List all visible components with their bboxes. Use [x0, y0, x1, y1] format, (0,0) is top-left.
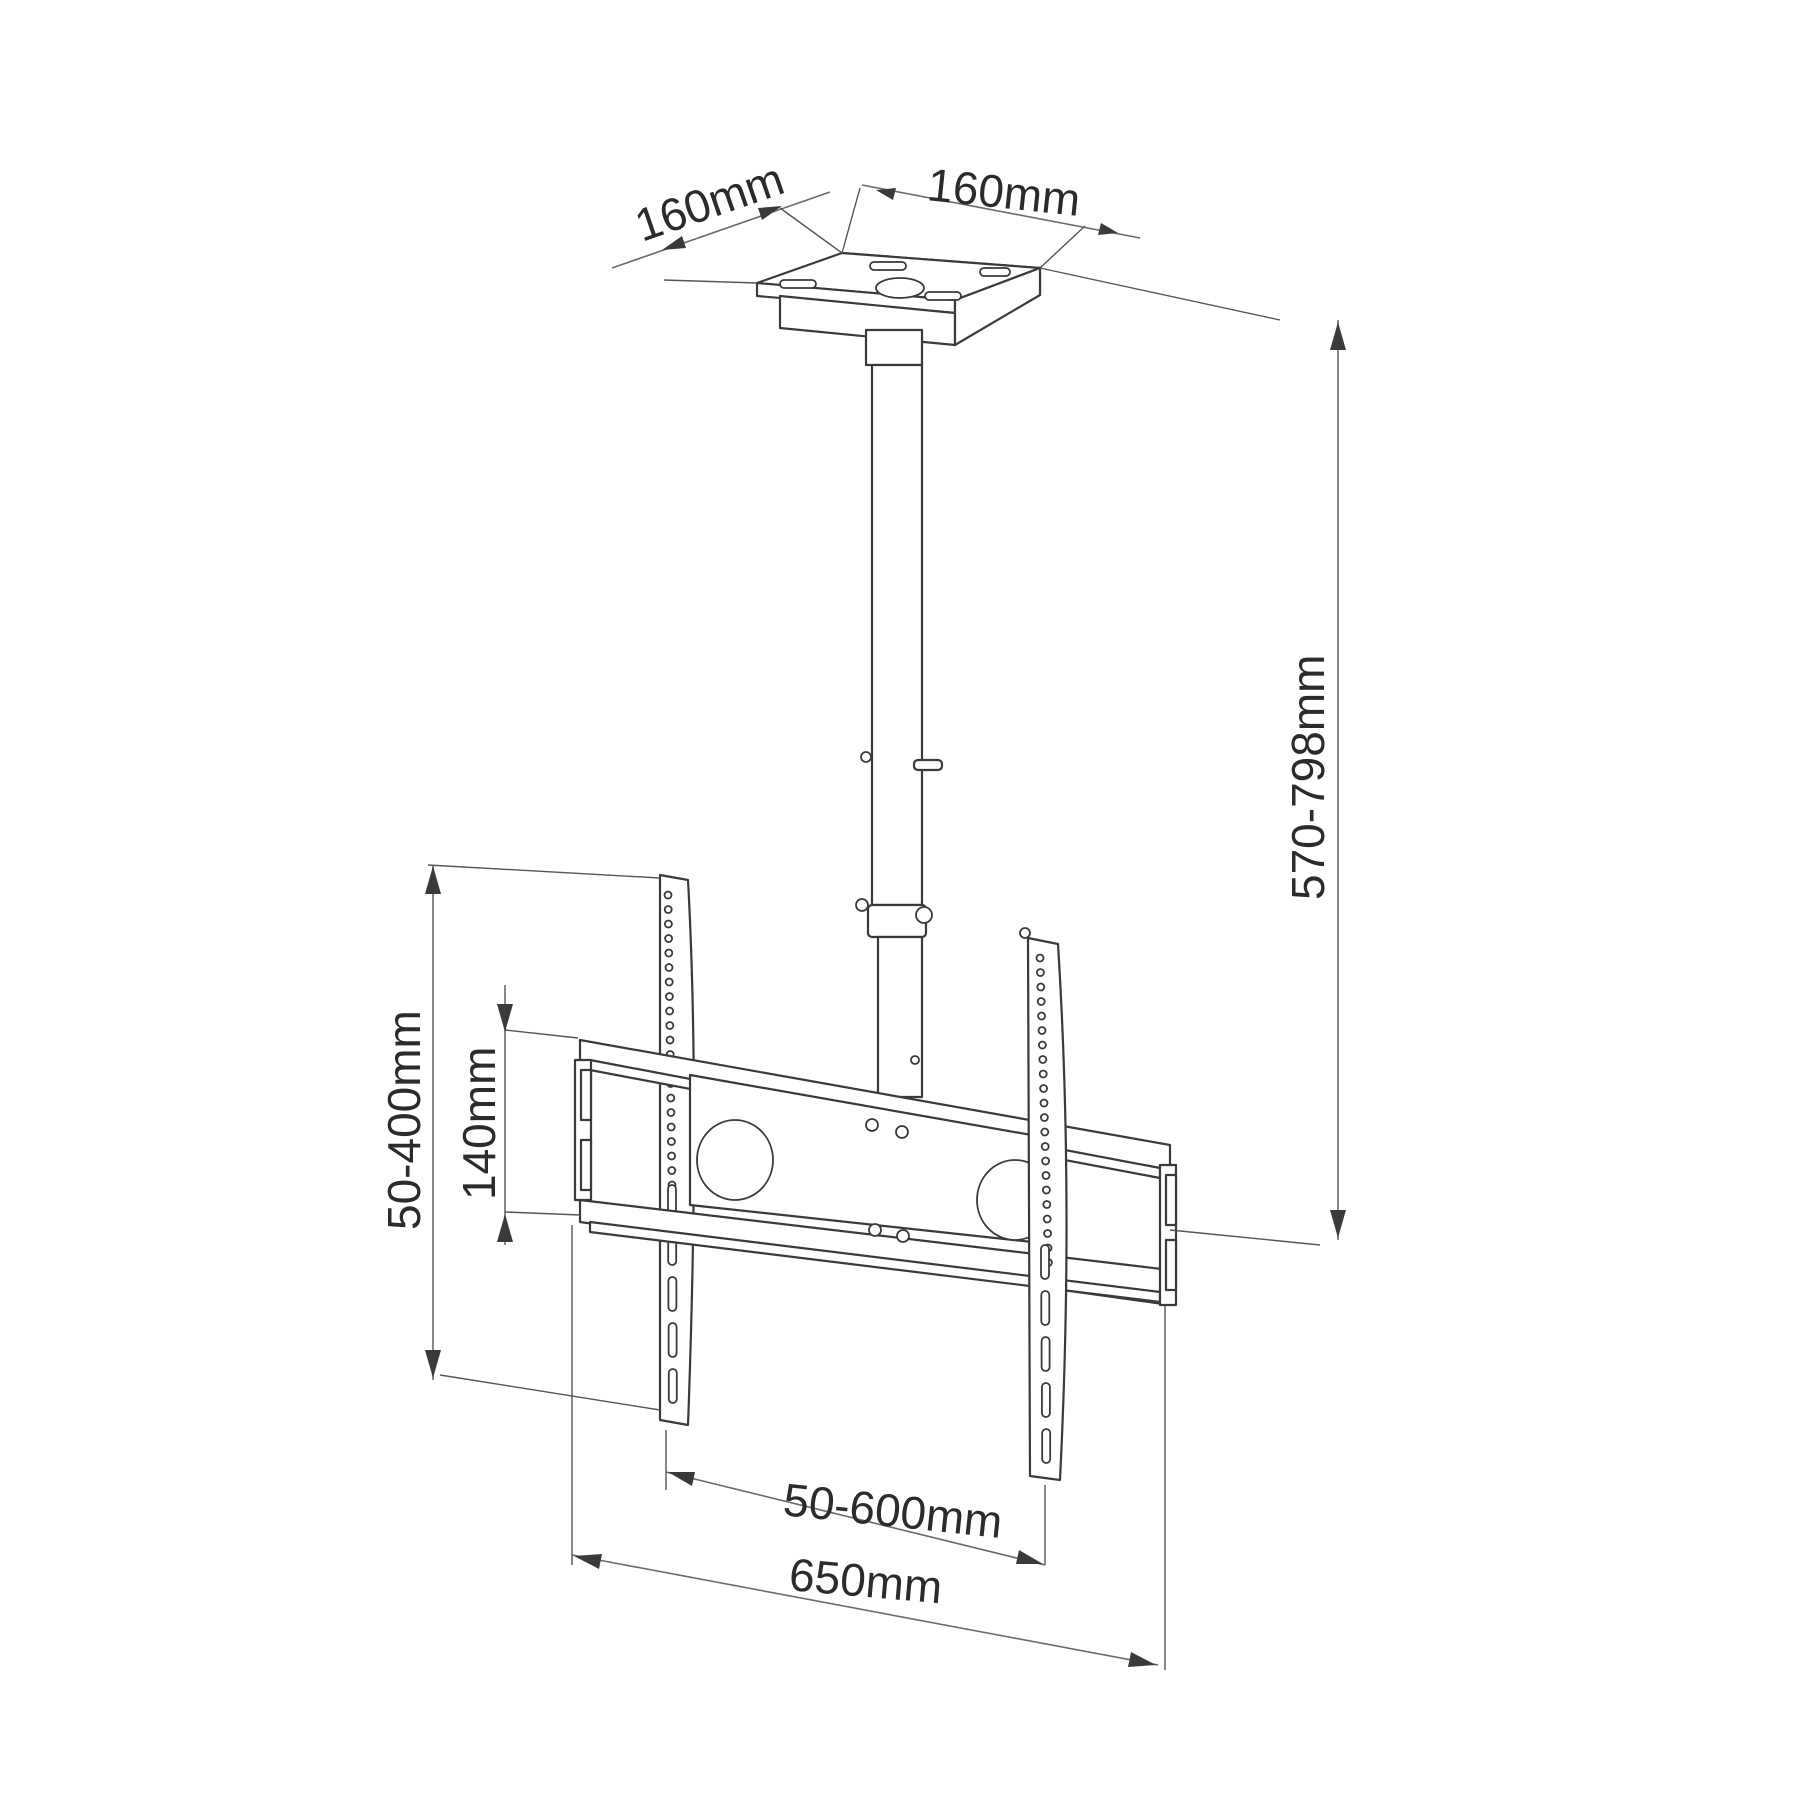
arm-hole — [1036, 997, 1046, 1006]
arm-hole — [1040, 1142, 1050, 1151]
arm-hole — [1038, 1055, 1048, 1064]
arm-hole — [1040, 1127, 1050, 1137]
arm-slot — [1040, 1290, 1051, 1326]
label-plate-depth: 160mm — [628, 152, 790, 251]
arm-hole — [667, 1166, 677, 1175]
label-pole-height: 570-798mm — [1282, 655, 1334, 900]
arm-hole — [664, 919, 673, 929]
arm-hole — [1036, 968, 1045, 977]
arm-hole — [667, 1151, 676, 1161]
label-total-width: 650mm — [787, 1548, 944, 1613]
arm-hole — [664, 963, 674, 972]
arm-hole — [1038, 1069, 1048, 1079]
arm-hole — [1039, 1098, 1049, 1108]
label-horizontal-pattern: 50-600mm — [781, 1473, 1005, 1548]
arm-hole — [666, 1122, 676, 1132]
arm-hole — [1039, 1084, 1048, 1093]
arm-hole — [665, 1035, 675, 1045]
arm-hole — [1042, 1185, 1051, 1195]
dimension-pole-height: 570-798mm — [1169, 320, 1346, 1246]
arm-hole — [1040, 1113, 1049, 1122]
arm-hole — [665, 1006, 674, 1016]
right-arm-holes — [1035, 953, 1053, 1464]
arm-hole — [1038, 1040, 1047, 1050]
arm-hole — [663, 890, 673, 900]
right-vertical-arm — [1019, 927, 1068, 1482]
arm-slot — [1041, 1382, 1051, 1418]
arm-hole — [666, 1093, 676, 1103]
arm-hole — [1043, 1229, 1052, 1238]
arm-hole — [1037, 1011, 1046, 1021]
arm-hole — [1042, 1200, 1052, 1209]
arm-slot — [667, 1322, 678, 1358]
arm-hole — [1041, 1156, 1050, 1166]
label-vertical-pattern: 50-400mm — [378, 1010, 430, 1230]
horizontal-mounting-frame — [573, 1038, 1178, 1307]
label-plate-width: 160mm — [925, 158, 1083, 226]
arm-slot — [1041, 1428, 1052, 1464]
label-rail-gap: 140mm — [453, 1047, 505, 1200]
arm-slot — [1040, 1336, 1051, 1372]
arm-hole — [1041, 1171, 1051, 1180]
arm-slot — [667, 1368, 678, 1404]
ceiling-plate — [755, 251, 1042, 347]
arm-hole — [664, 934, 673, 943]
arm-hole — [664, 977, 674, 987]
arm-hole — [1036, 982, 1046, 992]
arm-hole — [665, 992, 674, 1001]
arm-hole — [1042, 1214, 1052, 1224]
arm-hole — [1035, 953, 1045, 963]
extension-pole — [855, 328, 944, 1099]
dimension-vertical-pattern: 50-400mm — [378, 864, 661, 1411]
arm-hole — [667, 1137, 676, 1146]
arm-hole — [666, 1108, 676, 1117]
dimension-horizontal-pattern: 50-600mm — [665, 1430, 1046, 1566]
arm-hole — [664, 948, 674, 958]
arm-hole — [663, 905, 673, 914]
dimension-rail-gap: 140mm — [453, 985, 581, 1245]
arm-hole — [1037, 1026, 1047, 1035]
arm-slot — [1040, 1244, 1050, 1280]
arm-hole — [665, 1021, 675, 1030]
arm-slot — [667, 1276, 678, 1312]
left-arm-holes — [663, 890, 678, 1404]
dimension-plate-depth: 160mm — [611, 152, 843, 284]
